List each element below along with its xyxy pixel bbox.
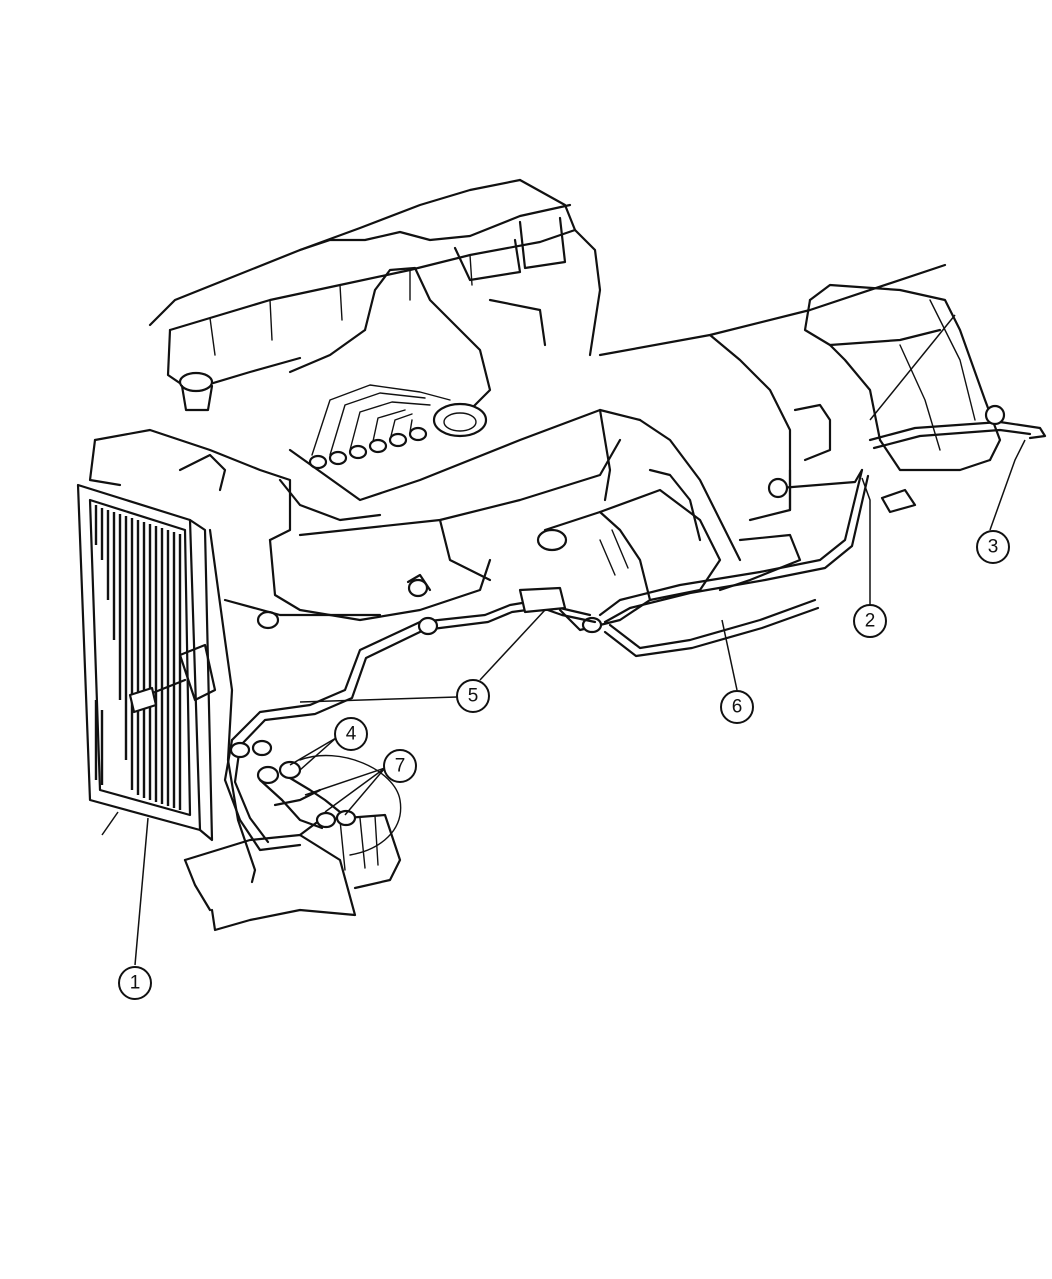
callout-4-label: 4 xyxy=(346,724,357,745)
cooler-lines xyxy=(208,404,1047,884)
cooler-fins xyxy=(94,505,182,810)
engine-block xyxy=(88,178,642,622)
callout-7: 7 xyxy=(304,749,417,816)
callout-6-label: 6 xyxy=(732,697,743,718)
callout-6: 6 xyxy=(720,619,754,724)
oil-cooler xyxy=(76,483,217,842)
callout-3: 3 xyxy=(869,314,1026,564)
callout-2: 2 xyxy=(853,477,887,638)
callout-4: 4 xyxy=(289,717,368,771)
lower-bracket xyxy=(183,813,402,932)
callout-1-label: 1 xyxy=(130,973,141,994)
starter-motor xyxy=(536,468,722,634)
transmission-case xyxy=(598,263,1002,592)
callout-1: 1 xyxy=(101,811,152,1000)
callout-7-label: 7 xyxy=(395,756,406,777)
callout-5-label: 5 xyxy=(468,686,479,707)
callout-2-label: 2 xyxy=(865,611,876,632)
callout-5: 5 xyxy=(299,609,546,713)
callouts: 1 2 3 4 5 xyxy=(101,314,1026,1000)
callout-3-label: 3 xyxy=(988,537,999,558)
